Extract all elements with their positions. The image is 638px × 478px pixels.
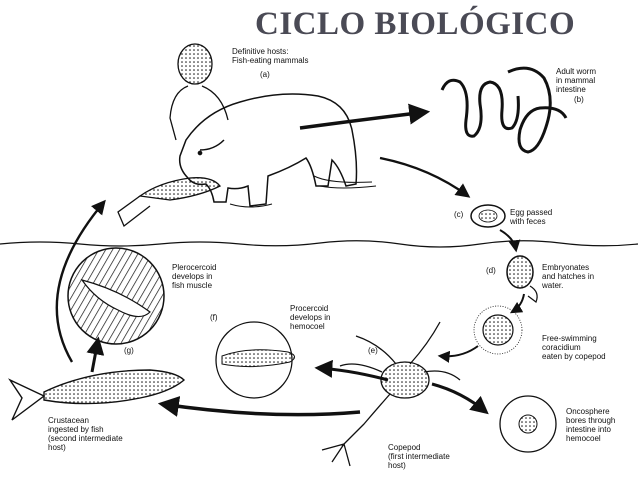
- arrow-fish-to-muscle: [86, 336, 105, 373]
- plerocercoid-illustration: [67, 247, 165, 345]
- caught-fish-illustration: [117, 177, 222, 228]
- arrow-embryo-to-coracidium: [509, 293, 525, 314]
- arrow-egg-to-embryo: [499, 229, 521, 253]
- page-title: CICLO BIOLÓGICO: [255, 6, 576, 42]
- oncosphere-illustration: [499, 395, 557, 453]
- arrow-coracidium-to-copepod: [437, 345, 479, 363]
- coracidium-label: Free-swimming coracidium eaten by copepo…: [542, 334, 606, 361]
- stage-b-tag: (b): [574, 95, 584, 104]
- plerocercoid-label: Plerocercoid develops in fish muscle: [172, 263, 217, 290]
- stage-d-tag: (d): [486, 266, 496, 275]
- arrow-worm-to-egg: [379, 156, 471, 198]
- copepod-label: Copepod (first intermediate host): [388, 443, 450, 470]
- coracidium-illustration: [473, 305, 523, 355]
- person-illustration: [169, 43, 229, 141]
- procercoid-illustration: [215, 321, 295, 399]
- stage-g-tag: (g): [124, 346, 134, 355]
- embryo-illustration: [506, 255, 538, 303]
- egg-label: Egg passed with feces: [510, 208, 553, 226]
- procercoid-label: Procercoid develops in hemocoel: [290, 304, 331, 331]
- arrow-copepod-to-oncosphere: [431, 382, 489, 415]
- adult-worm-label: Adult worm in mammal intestine: [556, 67, 597, 94]
- arrow-copepod-to-fish: [157, 396, 361, 417]
- stage-e-tag: (e): [368, 346, 378, 355]
- fish-host-label: Crustacean ingested by fish (second inte…: [48, 416, 123, 452]
- stage-f-tag: (f): [210, 313, 218, 322]
- egg-illustration: [470, 204, 506, 228]
- stage-a-tag: (a): [260, 70, 270, 79]
- stage-c-tag: (c): [454, 210, 464, 219]
- oncosphere-label: Oncosphere bores through intestine into …: [566, 407, 616, 443]
- host-fish-illustration: [8, 369, 186, 421]
- arrow-host-to-worm: [299, 103, 431, 130]
- arrow-copepod-to-procercoid: [314, 359, 389, 382]
- embryonation-label: Embryonates and hatches in water.: [542, 263, 595, 290]
- copepod-illustration: [321, 321, 461, 467]
- arrow-fish-to-host: [55, 199, 106, 363]
- definitive-host-label: Definitive hosts: Fish-eating mammals: [232, 47, 309, 65]
- adult-worm-illustration: [440, 66, 568, 154]
- water-surface: [0, 240, 638, 248]
